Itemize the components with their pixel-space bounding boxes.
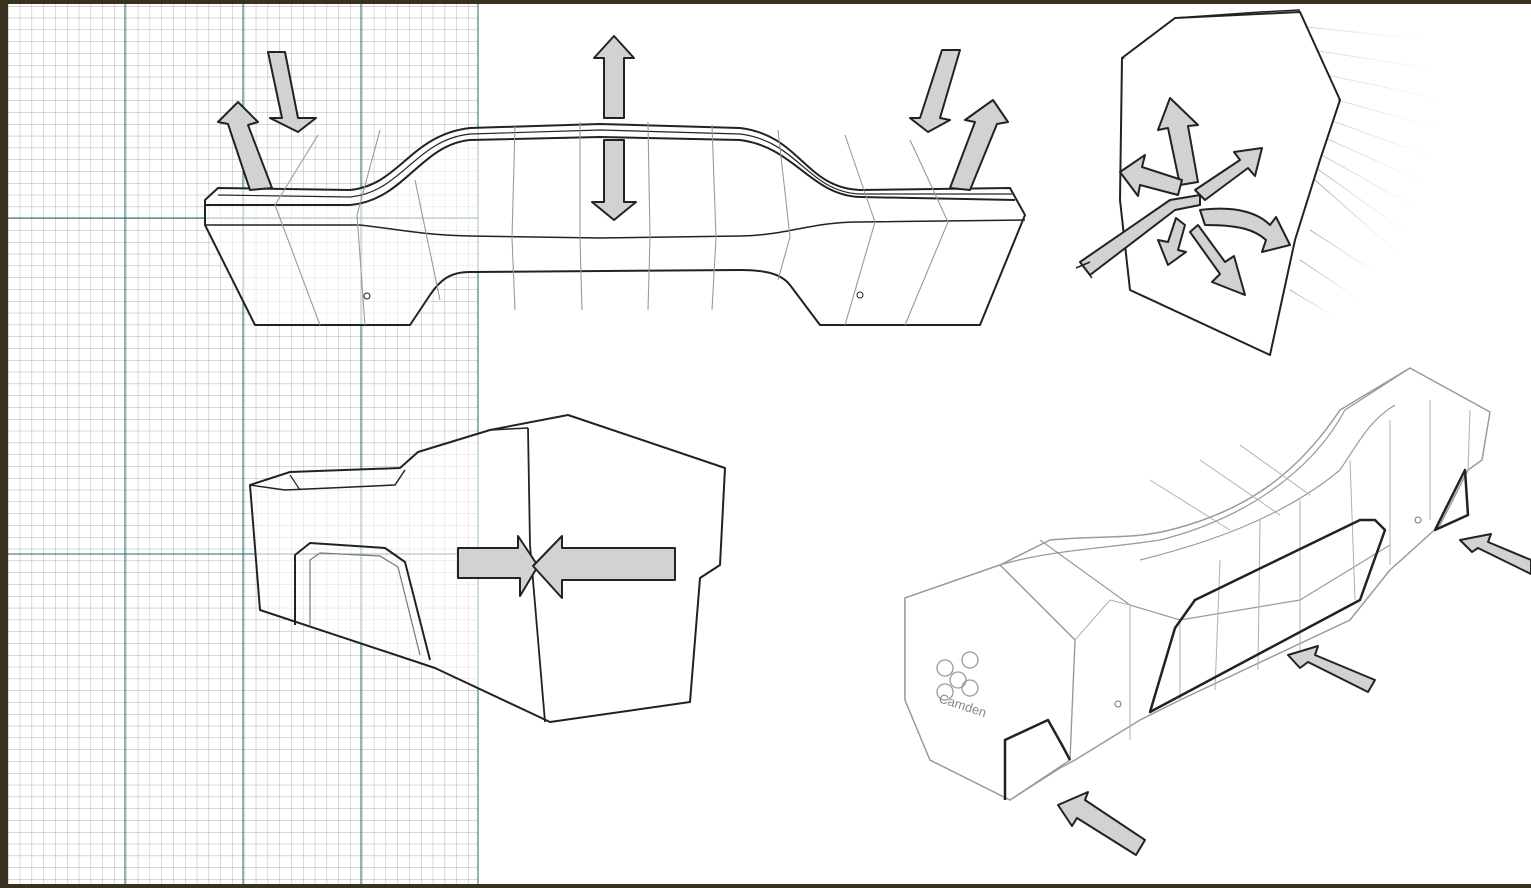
arrow-right-compress-icon bbox=[457, 535, 539, 597]
radiating-arrow-right-icon bbox=[1199, 207, 1291, 253]
arrow-up-center-icon bbox=[593, 35, 635, 119]
radiating-arrow-left-icon bbox=[1119, 154, 1183, 197]
arrow-push-middle-icon bbox=[1287, 645, 1376, 693]
arrow-left-compress-icon bbox=[532, 535, 676, 599]
arrow-down-left-icon bbox=[267, 51, 317, 133]
arrow-push-right-icon bbox=[1459, 533, 1531, 575]
radiating-arrow-downleft-icon bbox=[1157, 217, 1187, 266]
radiating-arrow-upright-icon bbox=[1194, 147, 1263, 201]
arrow-up-right-icon bbox=[949, 99, 1009, 191]
top-block-with-vertical-arrows bbox=[204, 121, 1026, 326]
radiating-arrow-up-icon bbox=[1157, 97, 1199, 186]
top-block-arrows bbox=[217, 35, 1009, 221]
arrow-push-bottom-icon bbox=[1057, 791, 1146, 856]
flower-logo-icon bbox=[936, 651, 979, 701]
arrow-down-right-icon bbox=[909, 49, 961, 133]
arrow-down-center-icon bbox=[591, 139, 637, 221]
perspective-block-with-push-arrows: Camden bbox=[904, 367, 1531, 856]
side-view-block-with-compression-arrows bbox=[249, 414, 726, 723]
end-block-with-radiating-arrows bbox=[1075, 9, 1446, 356]
radiating-arrow-down-icon bbox=[1189, 224, 1246, 296]
arrow-up-left-icon bbox=[217, 101, 273, 191]
